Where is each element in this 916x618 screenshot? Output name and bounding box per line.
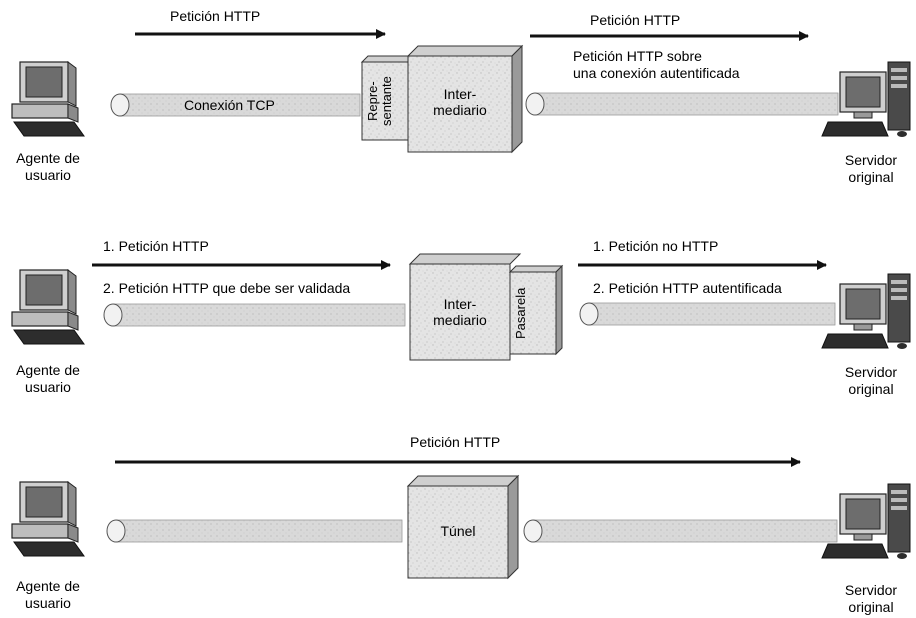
computer-icon — [11, 61, 85, 137]
row3-pipe-right — [523, 519, 838, 543]
row2-side-box-label: Pasarela — [513, 287, 528, 339]
row3-pipe-left — [106, 519, 403, 543]
row2-main-box — [408, 253, 522, 361]
computer-icon — [11, 481, 85, 557]
row1-main-box — [406, 44, 524, 154]
row1-right-note: Petición HTTP sobre una conexión autenti… — [573, 48, 740, 81]
row2-right-arrow-label-1: 1. Petición no HTTP — [593, 238, 719, 254]
row2-pipe-left — [103, 303, 406, 327]
computer-icon — [11, 269, 85, 345]
row1-pipe-left — [110, 93, 361, 117]
row1-main-box-label: Inter- mediario — [433, 86, 487, 118]
row1-side-box-label: Repre- sentante — [365, 76, 394, 126]
row2-left-arrow-label-2: 2. Petición HTTP que debe ser validada — [103, 280, 351, 296]
row3-server-label: Servidor original — [844, 582, 898, 615]
row1-pipe-label: Conexión TCP — [184, 97, 275, 113]
row1-client-label: Agente de usuario — [16, 150, 80, 183]
row3-client-label: Agente de usuario — [16, 578, 80, 611]
row2-server-label: Servidor original — [844, 364, 898, 397]
row3-arrow-label: Petición HTTP — [410, 434, 501, 450]
row2-right-arrow-label-2: 2. Petición HTTP autentificada — [593, 280, 782, 296]
row2-pipe-right — [579, 302, 836, 326]
server-icon — [821, 61, 911, 137]
row3-main-box — [406, 474, 520, 580]
row1-right-arrow-label: Petición HTTP — [590, 12, 681, 28]
row1-server-label: Servidor original — [844, 152, 898, 185]
row1-left-arrow-label: Petición HTTP — [170, 8, 261, 24]
row3-main-box-label: Túnel — [440, 523, 476, 539]
row2-main-box-label: Inter- mediario — [433, 296, 487, 328]
row2-side-box — [508, 264, 564, 356]
row2-left-arrow-label-1: 1. Petición HTTP — [103, 238, 209, 254]
row1-pipe-right — [525, 92, 839, 116]
row2-client-label: Agente de usuario — [16, 362, 80, 395]
